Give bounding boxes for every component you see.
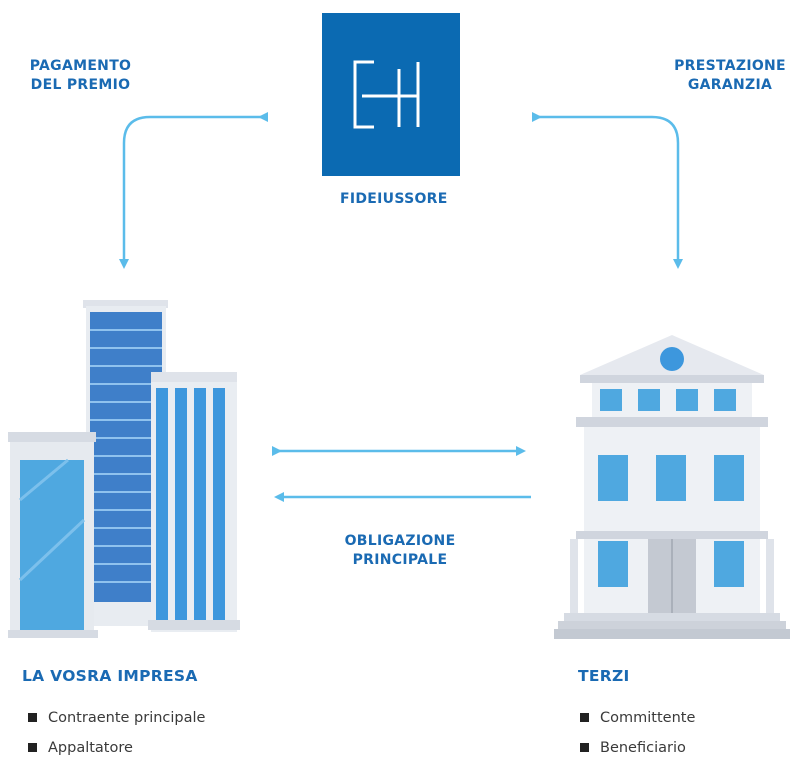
right-list: Committente Beneficiario bbox=[580, 707, 695, 767]
square-bullet-icon bbox=[28, 713, 37, 722]
guarantee-label-line-2: GARANZIA bbox=[687, 77, 773, 93]
payment-label-line-2: DEL PREMIO bbox=[30, 77, 131, 93]
company-buildings-illustration bbox=[8, 300, 240, 638]
square-bullet-icon bbox=[28, 743, 37, 752]
list-item-label: Contraente principale bbox=[48, 710, 206, 726]
third-party-building-illustration bbox=[554, 335, 790, 639]
square-bullet-icon bbox=[580, 743, 589, 752]
list-item-label: Committente bbox=[600, 710, 696, 726]
guarantee-label: PRESTAZIONE GARANZIA bbox=[660, 57, 800, 95]
list-item-label: Beneficiario bbox=[600, 740, 686, 756]
list-item-label: Appaltatore bbox=[48, 740, 133, 756]
guarantee-label-line-1: PRESTAZIONE bbox=[674, 58, 786, 74]
payment-label: PAGAMENTO DEL PREMIO bbox=[18, 57, 143, 95]
right-title: TERZI bbox=[578, 667, 630, 685]
guarantee-arrow bbox=[532, 112, 683, 269]
eh-logo-mark bbox=[353, 60, 420, 129]
payment-label-line-1: PAGAMENTO bbox=[29, 58, 132, 74]
left-title: LA VOSRA IMPRESA bbox=[22, 667, 198, 685]
fideiussore-logo bbox=[322, 13, 460, 176]
obligation-label-line-1: OBLIGAZIONE bbox=[344, 533, 456, 549]
square-bullet-icon bbox=[580, 713, 589, 722]
list-item: Beneficiario bbox=[580, 737, 695, 767]
list-item: Committente bbox=[580, 707, 695, 737]
list-item: Appaltatore bbox=[28, 737, 205, 767]
surety-label: FIDEIUSSORE bbox=[340, 191, 448, 207]
obligation-label-line-2: PRINCIPALE bbox=[352, 552, 448, 568]
obligation-label: OBLIGAZIONE PRINCIPALE bbox=[320, 532, 480, 570]
payment-arrow bbox=[119, 112, 268, 269]
list-item: Contraente principale bbox=[28, 707, 205, 737]
left-list: Contraente principale Appaltatore bbox=[28, 707, 205, 767]
